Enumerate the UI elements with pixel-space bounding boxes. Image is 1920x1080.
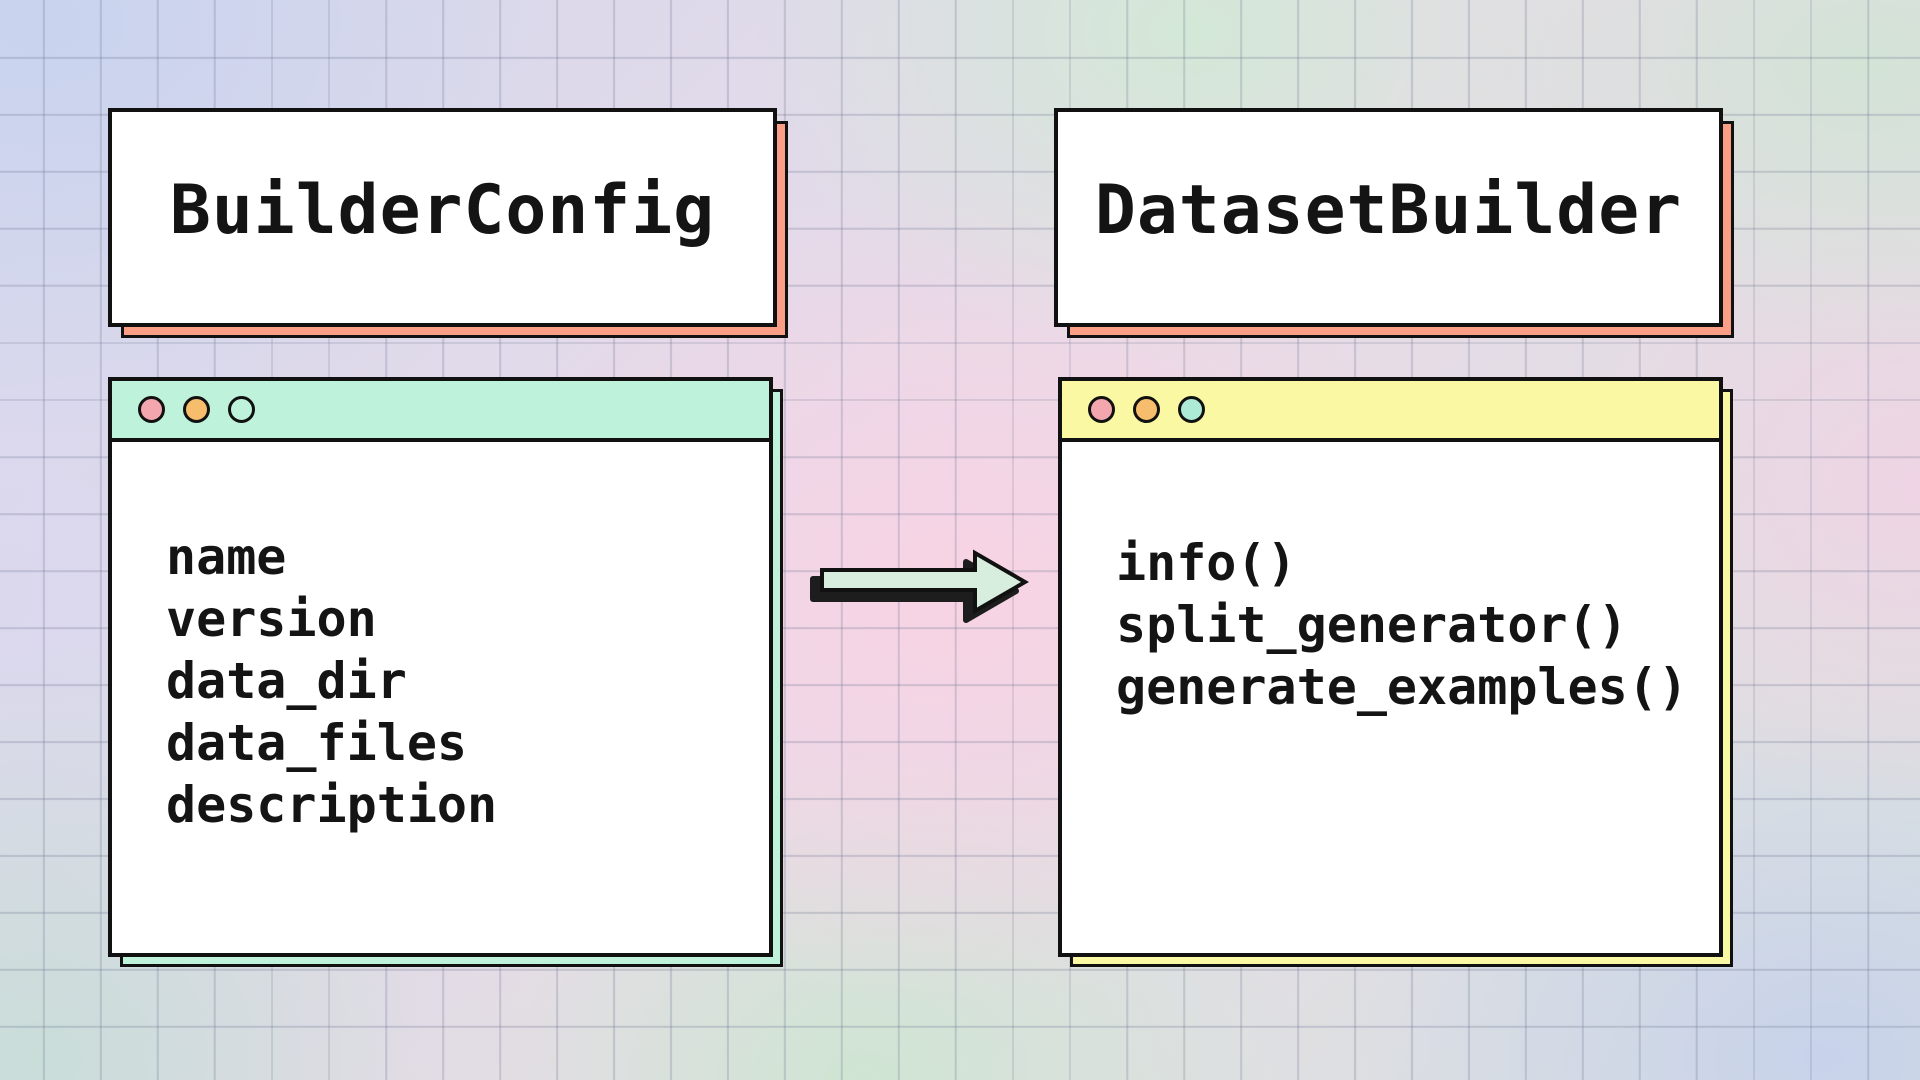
close-icon (138, 396, 165, 423)
flow-arrow-icon (810, 549, 1029, 623)
maximize-icon (228, 396, 255, 423)
field-item: data_files (166, 714, 468, 772)
window-titlebar (112, 381, 769, 442)
datasetbuilder-title-card: DatasetBuilder (1054, 108, 1734, 338)
minimize-icon (1133, 396, 1160, 423)
builderconfig-class-name: BuilderConfig (169, 171, 716, 250)
method-item: info() (1116, 534, 1297, 592)
datasetbuilder-methods-window: info() split_generator() generate_exampl… (1058, 377, 1733, 967)
builderconfig-fields-window: name version data_dir data_files descrip… (108, 377, 783, 967)
close-icon (1088, 396, 1115, 423)
field-item: data_dir (166, 652, 407, 710)
datasetbuilder-class-name: DatasetBuilder (1094, 171, 1683, 250)
arrow-main-shape (820, 549, 1029, 615)
methods-list: info() split_generator() generate_exampl… (1062, 442, 1719, 718)
field-item: description (166, 776, 498, 834)
method-item: generate_examples() (1116, 658, 1688, 716)
minimize-icon (183, 396, 210, 423)
fields-list: name version data_dir data_files descrip… (112, 442, 769, 836)
method-item: split_generator() (1116, 596, 1628, 654)
builderconfig-title-card: BuilderConfig (108, 108, 788, 338)
maximize-icon (1178, 396, 1205, 423)
field-item: version (166, 590, 377, 648)
window-titlebar (1062, 381, 1719, 442)
field-item: name (166, 528, 287, 586)
